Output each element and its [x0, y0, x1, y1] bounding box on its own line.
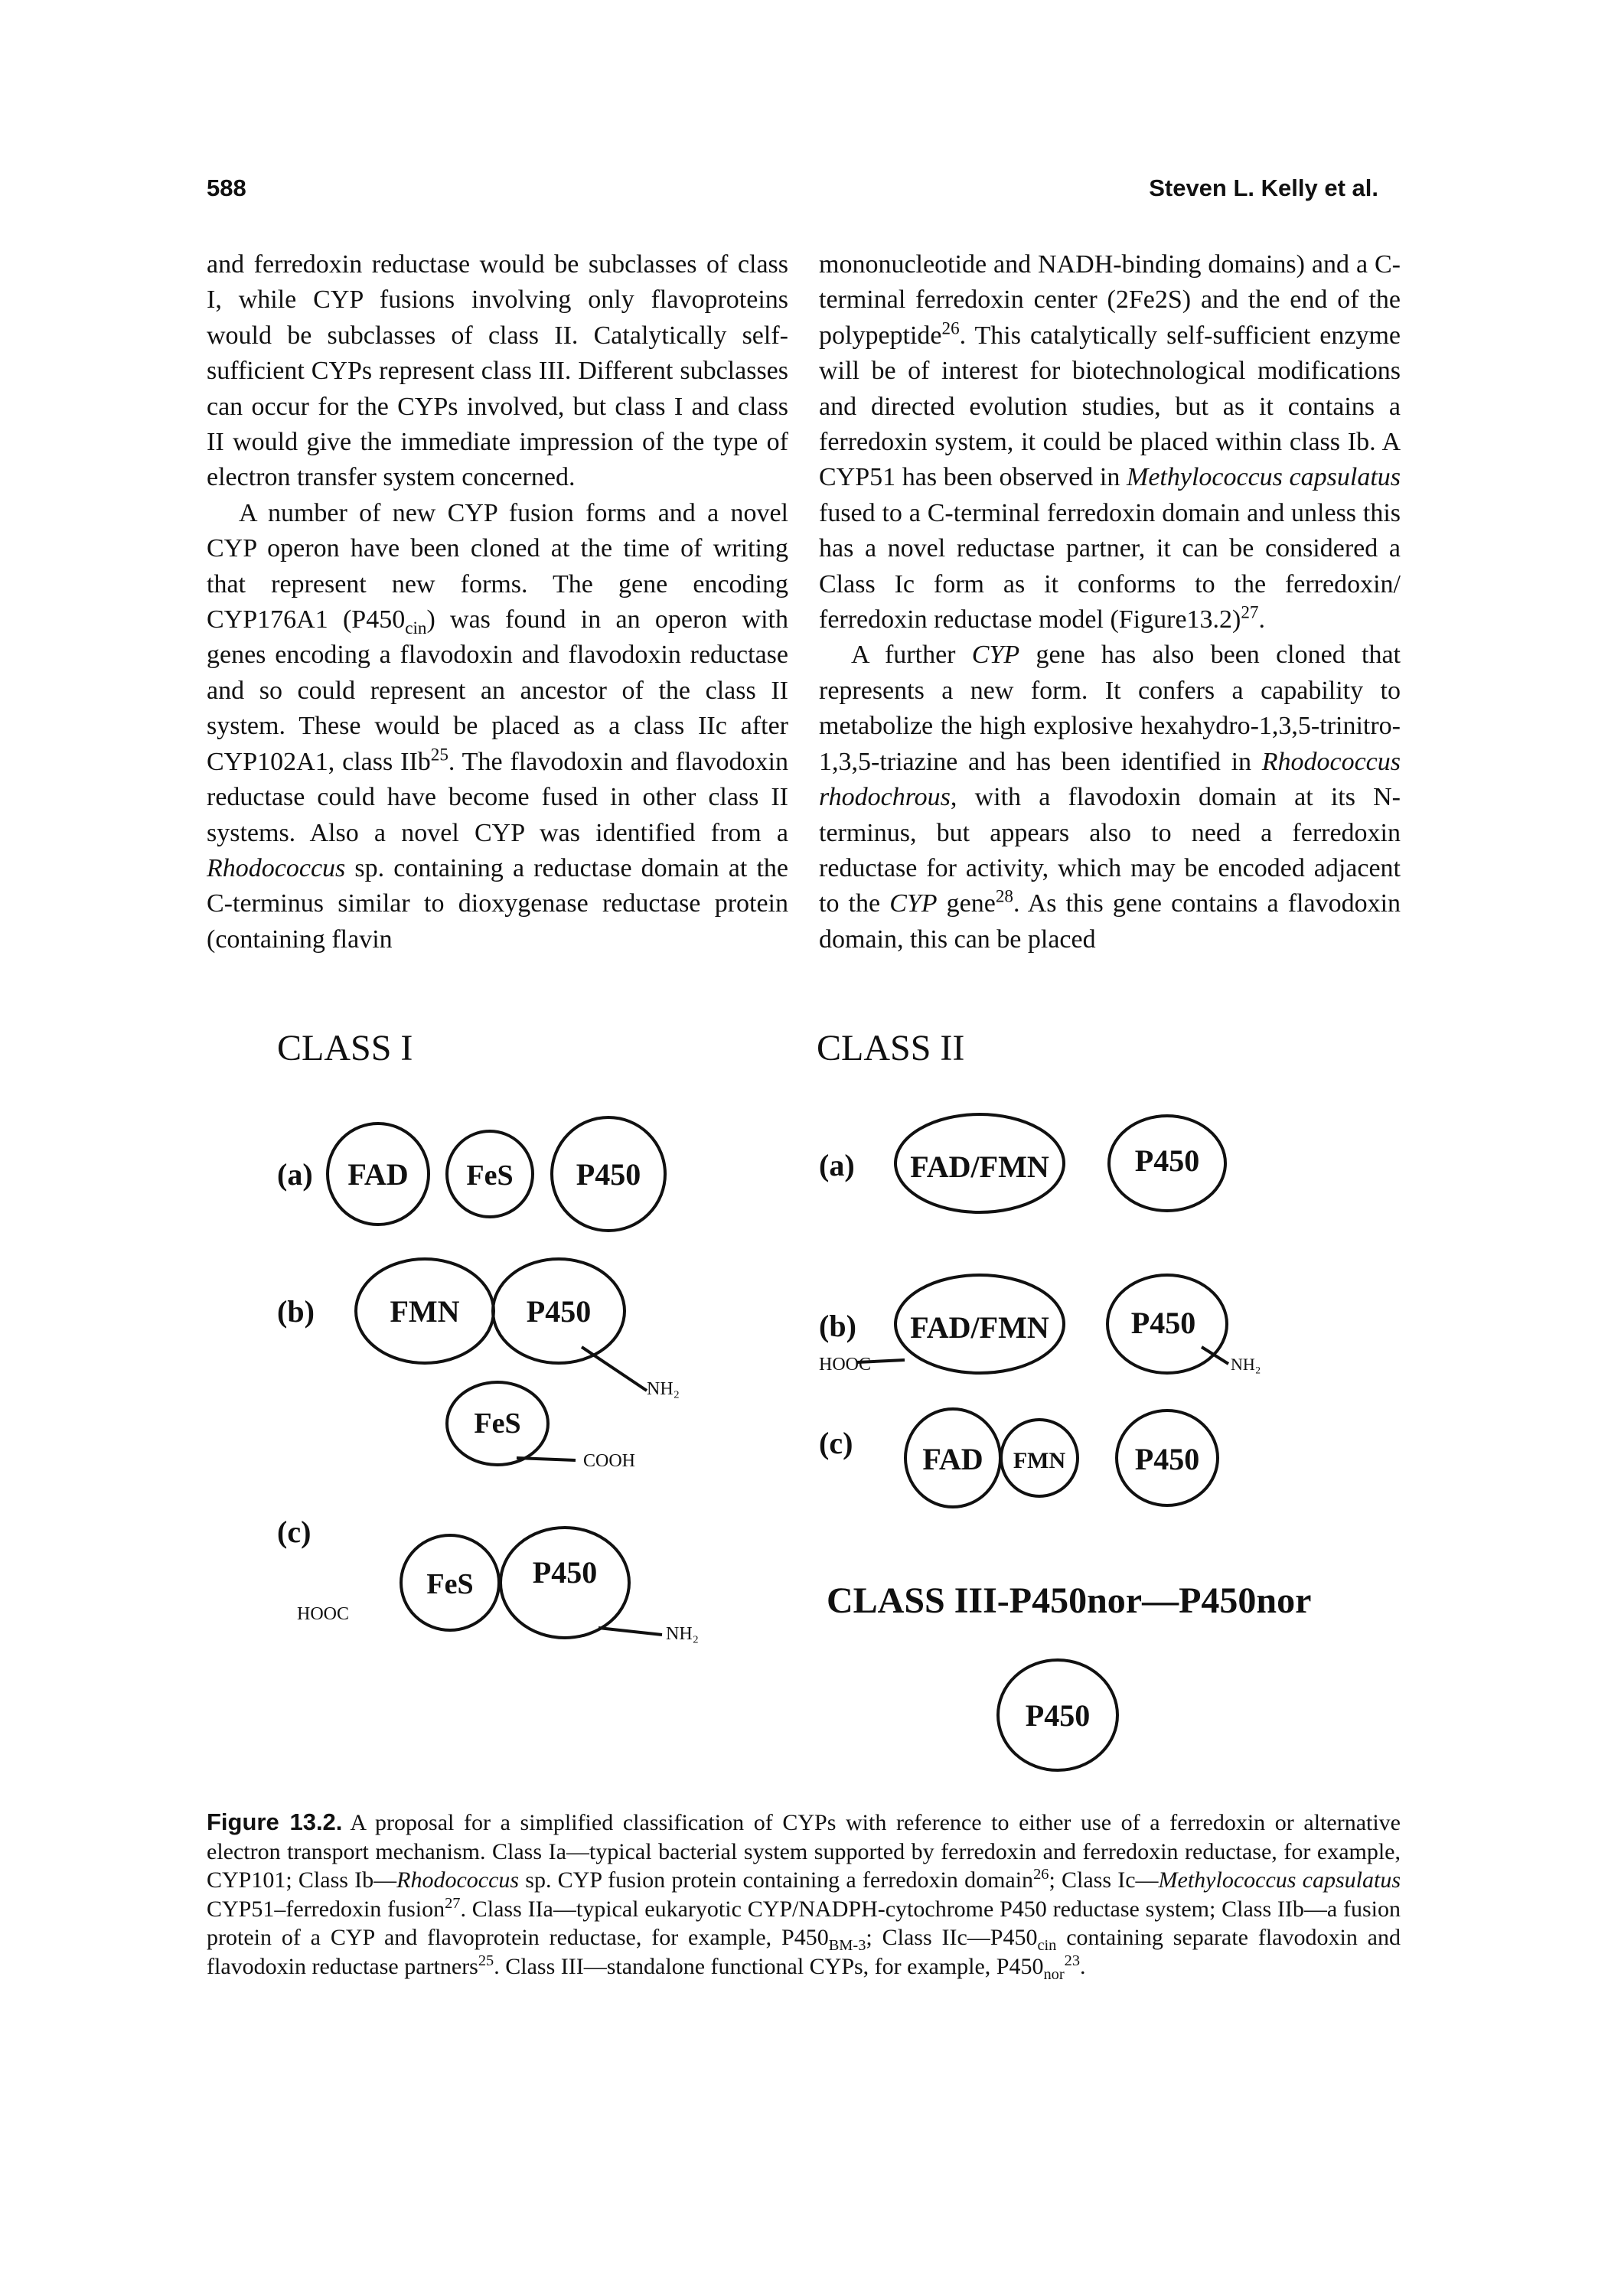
nh2-terminus-label: NH₂ [666, 1624, 699, 1644]
nh2-tail [580, 1345, 648, 1392]
hooc-terminus-label: HOOC [819, 1355, 871, 1375]
label-a: (a) [277, 1157, 313, 1192]
p450-label: P450 [527, 1294, 591, 1329]
fad-fmn-domain-circle [894, 1274, 1065, 1375]
cooh-tail [516, 1456, 576, 1462]
fes-label: FeS [474, 1407, 520, 1440]
fes-domain-circle [445, 1130, 534, 1218]
hooc-terminus-label: HOOC [297, 1604, 349, 1624]
cooh-tail [856, 1358, 905, 1364]
fad-domain-circle [326, 1122, 430, 1226]
label-b: (b) [277, 1294, 315, 1329]
fes-label: FeS [466, 1159, 513, 1192]
p450-domain-circle [1107, 1114, 1227, 1212]
p450-label: P450 [1135, 1143, 1199, 1178]
paragraph: and ferredoxin reductase would be subcla… [207, 250, 788, 492]
paragraph: A number of new CYP fusion forms and a n… [207, 498, 788, 954]
p450-label: P450 [1026, 1698, 1090, 1733]
class-ii-title: CLASS II [817, 1028, 964, 1068]
nh2-terminus-label: NH₂ [647, 1379, 680, 1399]
label-c: (c) [819, 1426, 853, 1460]
label-b: (b) [819, 1309, 856, 1343]
p450-domain-circle [1115, 1409, 1219, 1507]
p450-label: P450 [1135, 1442, 1199, 1476]
fmn-domain-circle [1000, 1418, 1079, 1498]
running-header-authors: Steven L. Kelly et al. [1149, 174, 1378, 201]
figure-13-2: CLASS I CLASS II CLASS III-P450nor—P450n… [207, 1018, 1401, 1791]
fad-fmn-label: FAD/FMN [910, 1150, 1049, 1184]
p450-label: P450 [533, 1555, 597, 1590]
figure-label: Figure 13.2. [207, 1808, 343, 1835]
left-column: and ferredoxin reductase would be subcla… [207, 247, 788, 957]
p450-domain-circle [996, 1658, 1119, 1772]
p450-domain-circle [491, 1257, 626, 1365]
p450-domain-circle [1106, 1274, 1228, 1375]
fmn-label: FMN [1013, 1448, 1066, 1473]
fes-domain-circle [445, 1381, 550, 1466]
p450-domain-circle [550, 1116, 667, 1232]
fmn-label: FMN [390, 1294, 459, 1329]
nh2-tail [1200, 1345, 1230, 1365]
label-a: (a) [819, 1148, 855, 1182]
class-i-title: CLASS I [277, 1028, 413, 1068]
figure-caption: Figure 13.2.A proposal for a simplified … [207, 1808, 1401, 1983]
page-number: 588 [207, 174, 246, 201]
fad-label: FAD [922, 1442, 983, 1476]
paragraph: A further CYP gene has also been cloned … [819, 641, 1401, 954]
fad-fmn-label: FAD/FMN [910, 1310, 1049, 1345]
p450-domain-circle [499, 1526, 631, 1639]
right-column: mononucleotide and NADH-binding domains)… [819, 247, 1401, 957]
fad-label: FAD [347, 1157, 408, 1192]
cooh-terminus-label: COOH [583, 1451, 635, 1471]
classification-diagram: CLASS I CLASS II CLASS III-P450nor—P450n… [277, 1028, 1311, 1772]
p450-label: P450 [576, 1157, 641, 1192]
fes-label: FeS [426, 1568, 473, 1600]
paragraph: mononucleotide and NADH-binding domains)… [819, 250, 1401, 634]
class-iii-title: CLASS III-P450nor—P450nor [827, 1580, 1311, 1621]
fad-fmn-domain-circle [894, 1113, 1065, 1214]
nh2-tail [598, 1626, 663, 1636]
p450-label: P450 [1131, 1306, 1195, 1340]
nh2-terminus-label: NH₂ [1231, 1355, 1261, 1374]
label-c: (c) [277, 1515, 311, 1549]
